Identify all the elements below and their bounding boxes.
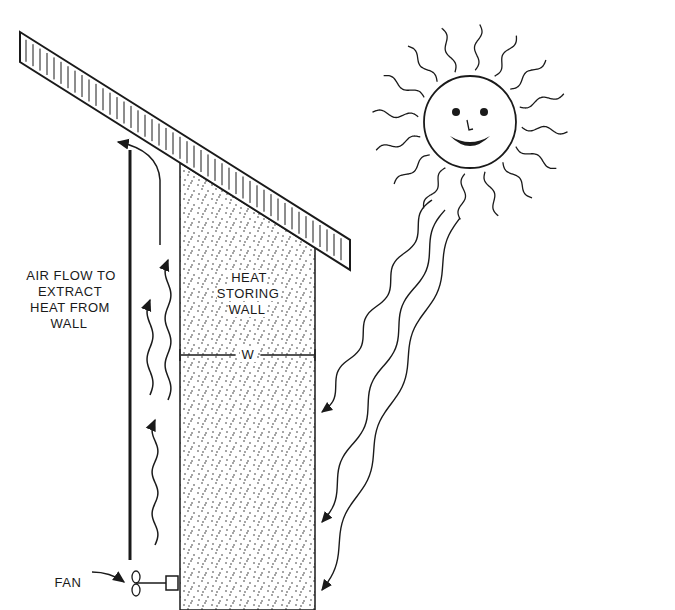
fan-symbol: [92, 571, 178, 596]
label-text: AIR FLOW TO EXTRACT HEAT FROM WALL: [24, 268, 116, 331]
wall-label-region: HEAT STORING WALL: [206, 270, 290, 318]
fan-label: FAN: [43, 575, 93, 591]
label-text: W: [240, 347, 257, 362]
air-flow-arrows: [118, 142, 171, 545]
solar-radiation: [322, 200, 460, 590]
glazing: [129, 150, 132, 560]
air-flow-label: AIR FLOW TO EXTRACT HEAT FROM WALL: [22, 268, 118, 332]
label-text: FAN: [53, 575, 84, 590]
roof: [20, 32, 350, 270]
node-text: HEAT STORING WALL: [217, 270, 280, 317]
sun: [372, 24, 567, 219]
dimension-label: W: [233, 347, 263, 363]
